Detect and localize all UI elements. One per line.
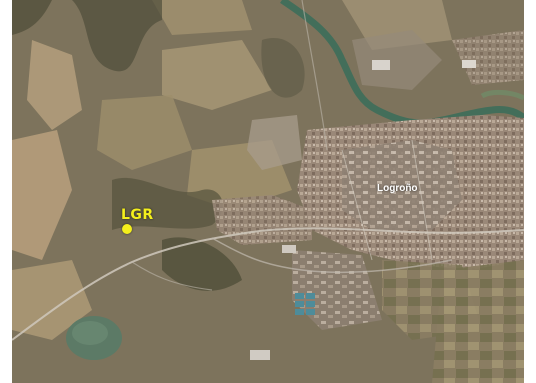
satellite-imagery — [12, 0, 524, 383]
station-marker[interactable] — [122, 224, 132, 234]
station-label: LGR — [121, 207, 154, 223]
city-label: Logroño — [377, 183, 418, 194]
satellite-map[interactable] — [12, 0, 524, 383]
